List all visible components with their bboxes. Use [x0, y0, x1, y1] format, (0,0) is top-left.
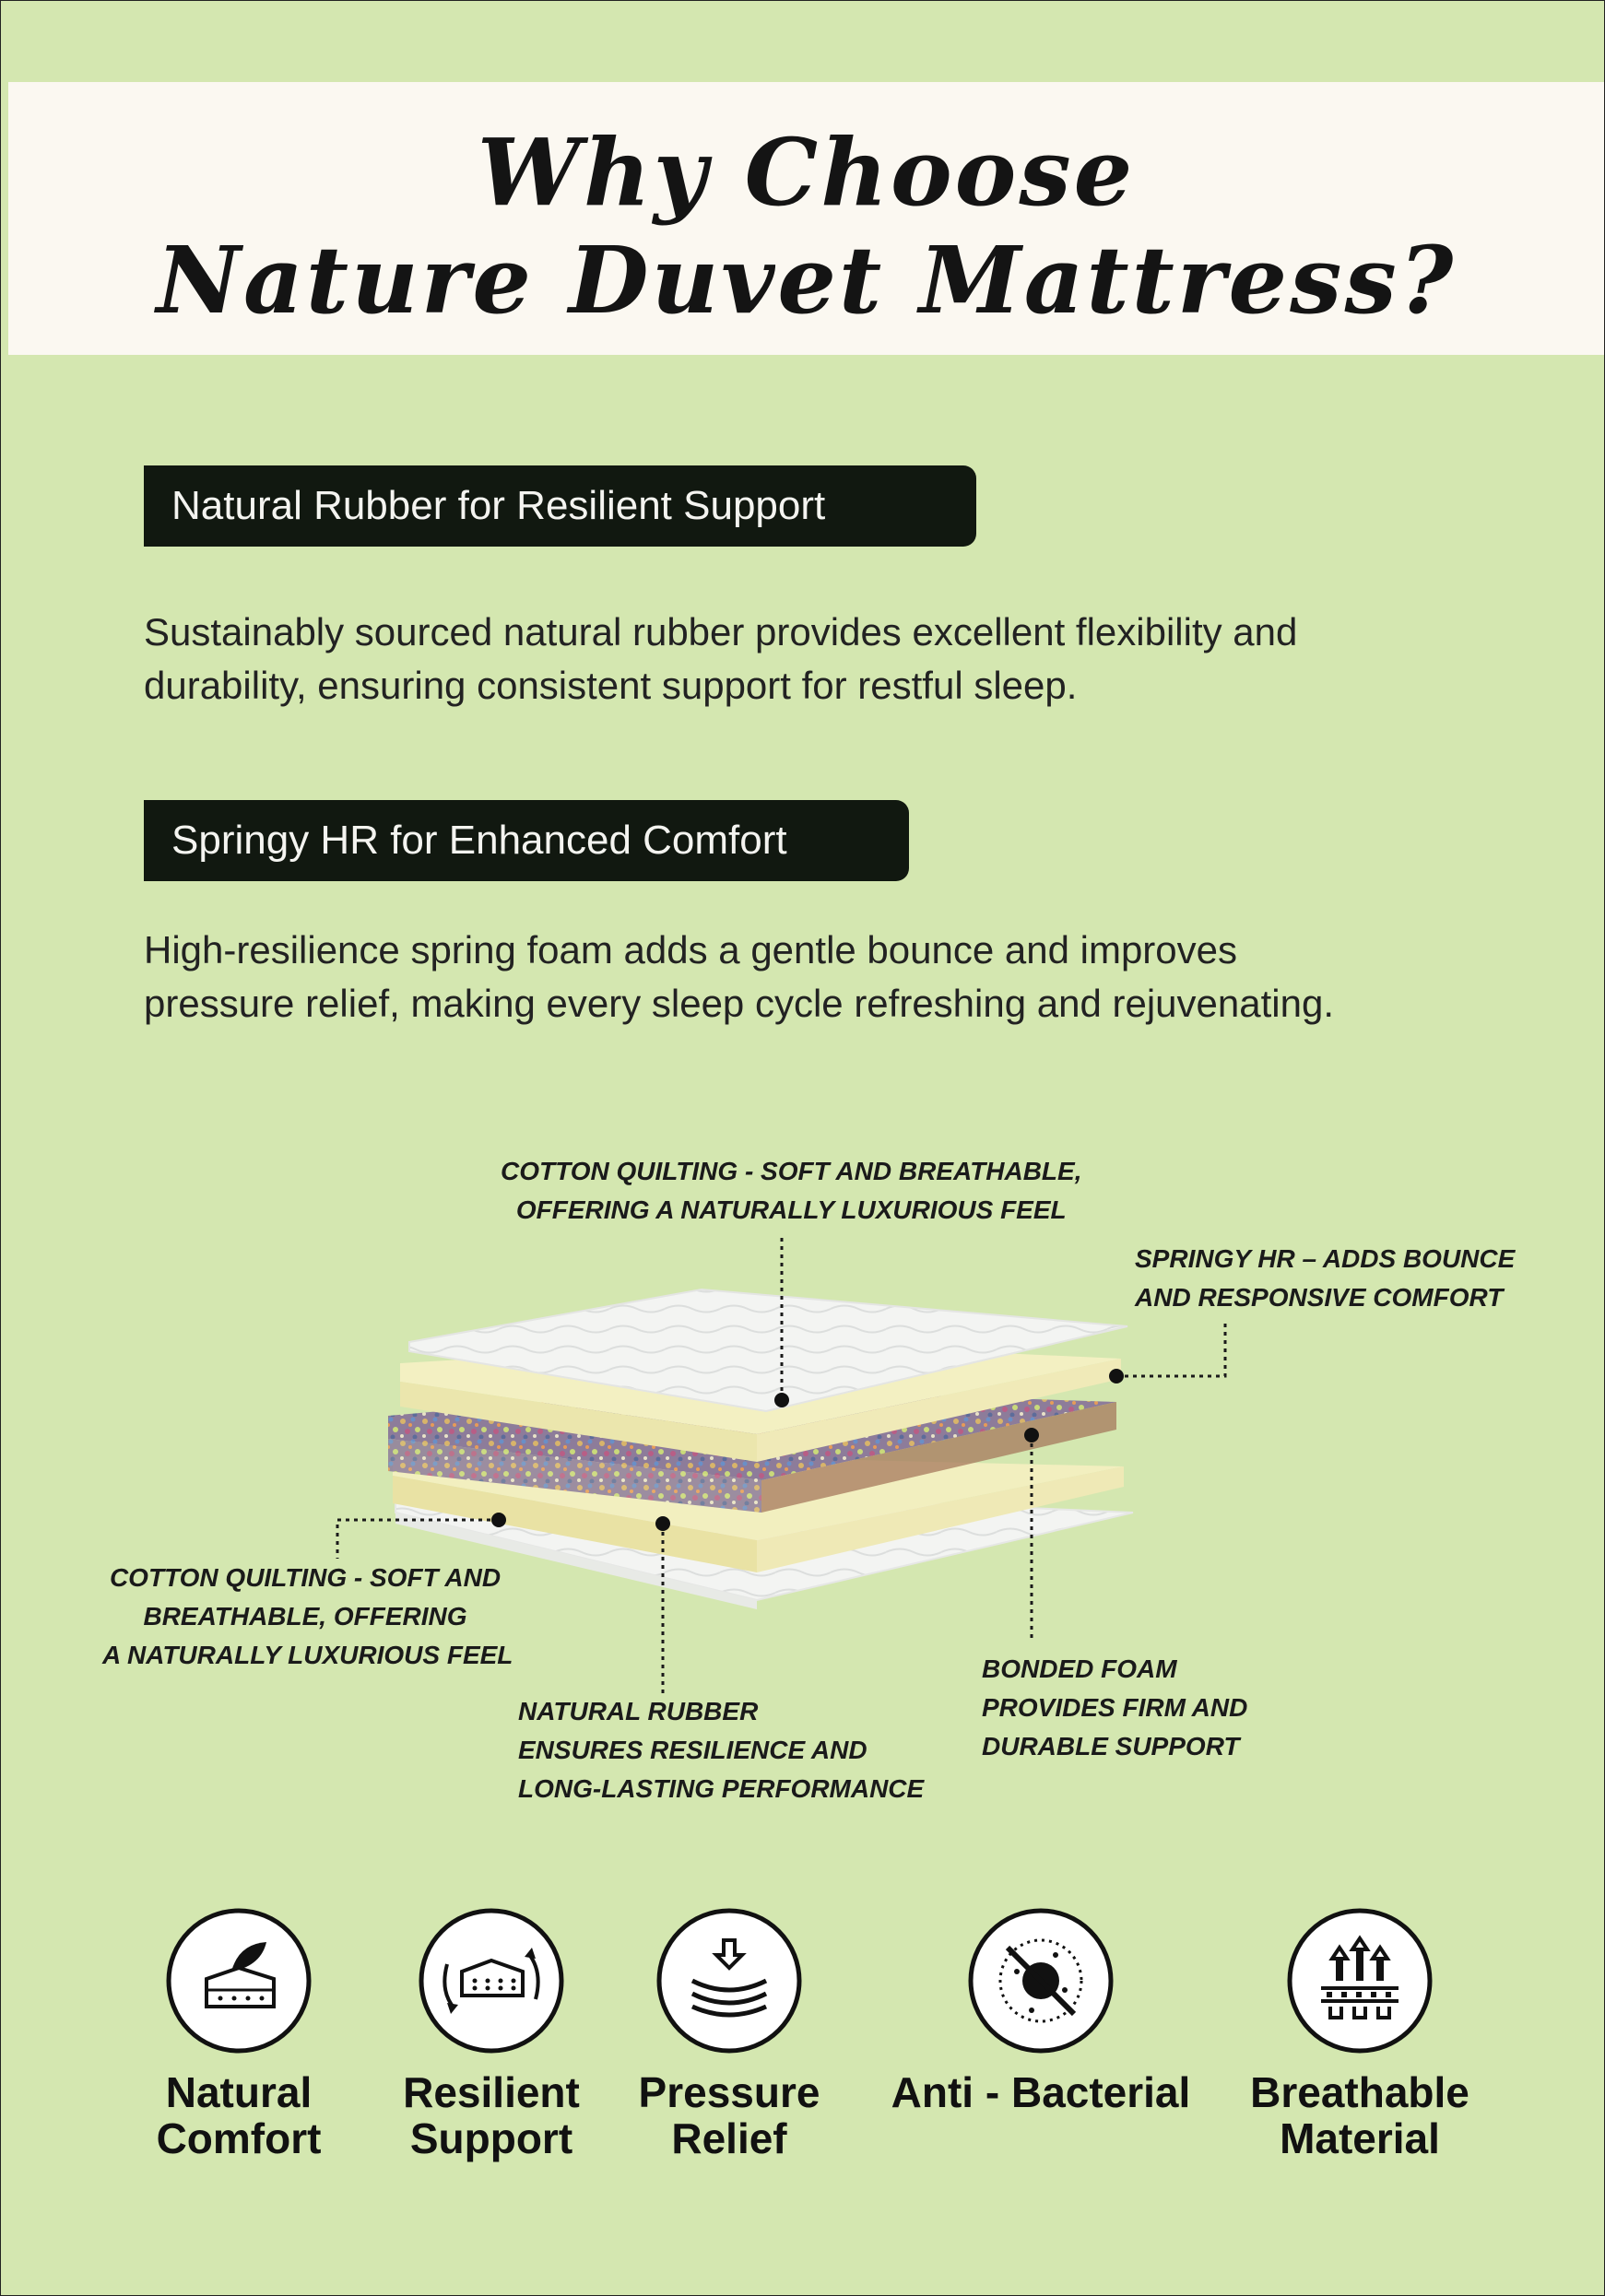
- feature-label-line: Anti - Bacterial: [891, 2068, 1191, 2116]
- label-line: PROVIDES FIRM AND: [982, 1693, 1248, 1722]
- label-line: BREATHABLE, OFFERING: [143, 1602, 467, 1631]
- leaf-mattress-icon: [166, 1908, 312, 2054]
- body-line: pressure relief, making every sleep cycl…: [144, 982, 1334, 1025]
- body-line: Sustainably sourced natural rubber provi…: [144, 610, 1298, 653]
- label-line: NATURAL RUBBER: [518, 1697, 759, 1725]
- feature-label: Anti - Bacterial: [866, 2069, 1216, 2115]
- label-bonded-foam: BONDED FOAM PROVIDES FIRM AND DURABLE SU…: [982, 1650, 1247, 1766]
- leader-dots: [491, 1369, 1124, 1531]
- title-band: Why Choose Nature Duvet Mattress?: [8, 82, 1604, 355]
- feature-label-line: Natural: [165, 2068, 313, 2116]
- feature-label-line: Relief: [671, 2114, 787, 2162]
- section-body-springy-hr: High-resilience spring foam adds a gentl…: [144, 924, 1508, 1030]
- label-line: COTTON QUILTING - SOFT AND BREATHABLE,: [501, 1157, 1082, 1185]
- leader-lines: [336, 1238, 1227, 1695]
- title-line-1: Why Choose: [477, 118, 1136, 227]
- label-line: AND RESPONSIVE COMFORT: [1135, 1283, 1504, 1312]
- label-natural-rubber: NATURAL RUBBER ENSURES RESILIENCE AND LO…: [518, 1692, 924, 1808]
- airflow-icon: [1287, 1908, 1433, 2054]
- section-heading-natural-rubber: Natural Rubber for Resilient Support: [144, 465, 976, 547]
- feature-breathable-material: Breathable Material: [1249, 1907, 1470, 2161]
- feature-label: Breathable Material: [1221, 2069, 1498, 2161]
- label-line: BONDED FOAM: [982, 1654, 1177, 1683]
- label-line: SPRINGY HR – ADDS BOUNCE: [1135, 1244, 1516, 1273]
- top-quilting-layer: [408, 1288, 1128, 1413]
- body-line: durability, ensuring consistent support …: [144, 664, 1078, 707]
- pressure-layers-icon: [656, 1908, 802, 2054]
- feature-label: Resilient Support: [353, 2069, 630, 2161]
- feature-label-line: Support: [409, 2114, 573, 2162]
- label-line: DURABLE SUPPORT: [982, 1732, 1240, 1760]
- section-heading-springy-hr: Springy HR for Enhanced Comfort: [144, 800, 909, 881]
- no-bacteria-icon: [968, 1908, 1114, 2054]
- feature-label-line: Comfort: [156, 2114, 322, 2162]
- feature-pressure-relief: Pressure Relief: [619, 1907, 840, 2161]
- body-line: High-resilience spring foam adds a gentl…: [144, 928, 1238, 971]
- feature-label-line: Breathable: [1250, 2068, 1469, 2116]
- label-line: LONG-LASTING PERFORMANCE: [518, 1774, 925, 1803]
- label-bottom-cotton-quilting: COTTON QUILTING - SOFT AND BREATHABLE, O…: [102, 1559, 513, 1675]
- label-line: COTTON QUILTING - SOFT AND: [109, 1563, 502, 1592]
- feature-label-line: Material: [1280, 2114, 1440, 2162]
- label-springy-hr: SPRINGY HR – ADDS BOUNCE AND RESPONSIVE …: [1135, 1240, 1515, 1317]
- rotating-mattress-icon: [419, 1908, 564, 2054]
- feature-label-line: Resilient: [403, 2068, 580, 2116]
- label-top-cotton-quilting: COTTON QUILTING - SOFT AND BREATHABLE, O…: [501, 1152, 1081, 1230]
- feature-resilient-support: Resilient Support: [381, 1907, 602, 2161]
- feature-label: Pressure Relief: [591, 2069, 867, 2161]
- feature-label: Natural Comfort: [100, 2069, 377, 2161]
- title-line-2: Nature Duvet Mattress?: [156, 226, 1457, 335]
- label-line: A NATURALLY LUXURIOUS FEEL: [102, 1641, 513, 1669]
- feature-label-line: Pressure: [638, 2068, 820, 2116]
- feature-anti-bacterial: Anti - Bacterial: [891, 1907, 1190, 2115]
- label-line: OFFERING A NATURALLY LUXURIOUS FEEL: [515, 1195, 1067, 1224]
- feature-natural-comfort: Natural Comfort: [128, 1907, 349, 2161]
- label-line: ENSURES RESILIENCE AND: [518, 1736, 867, 1764]
- section-body-natural-rubber: Sustainably sourced natural rubber provi…: [144, 606, 1508, 712]
